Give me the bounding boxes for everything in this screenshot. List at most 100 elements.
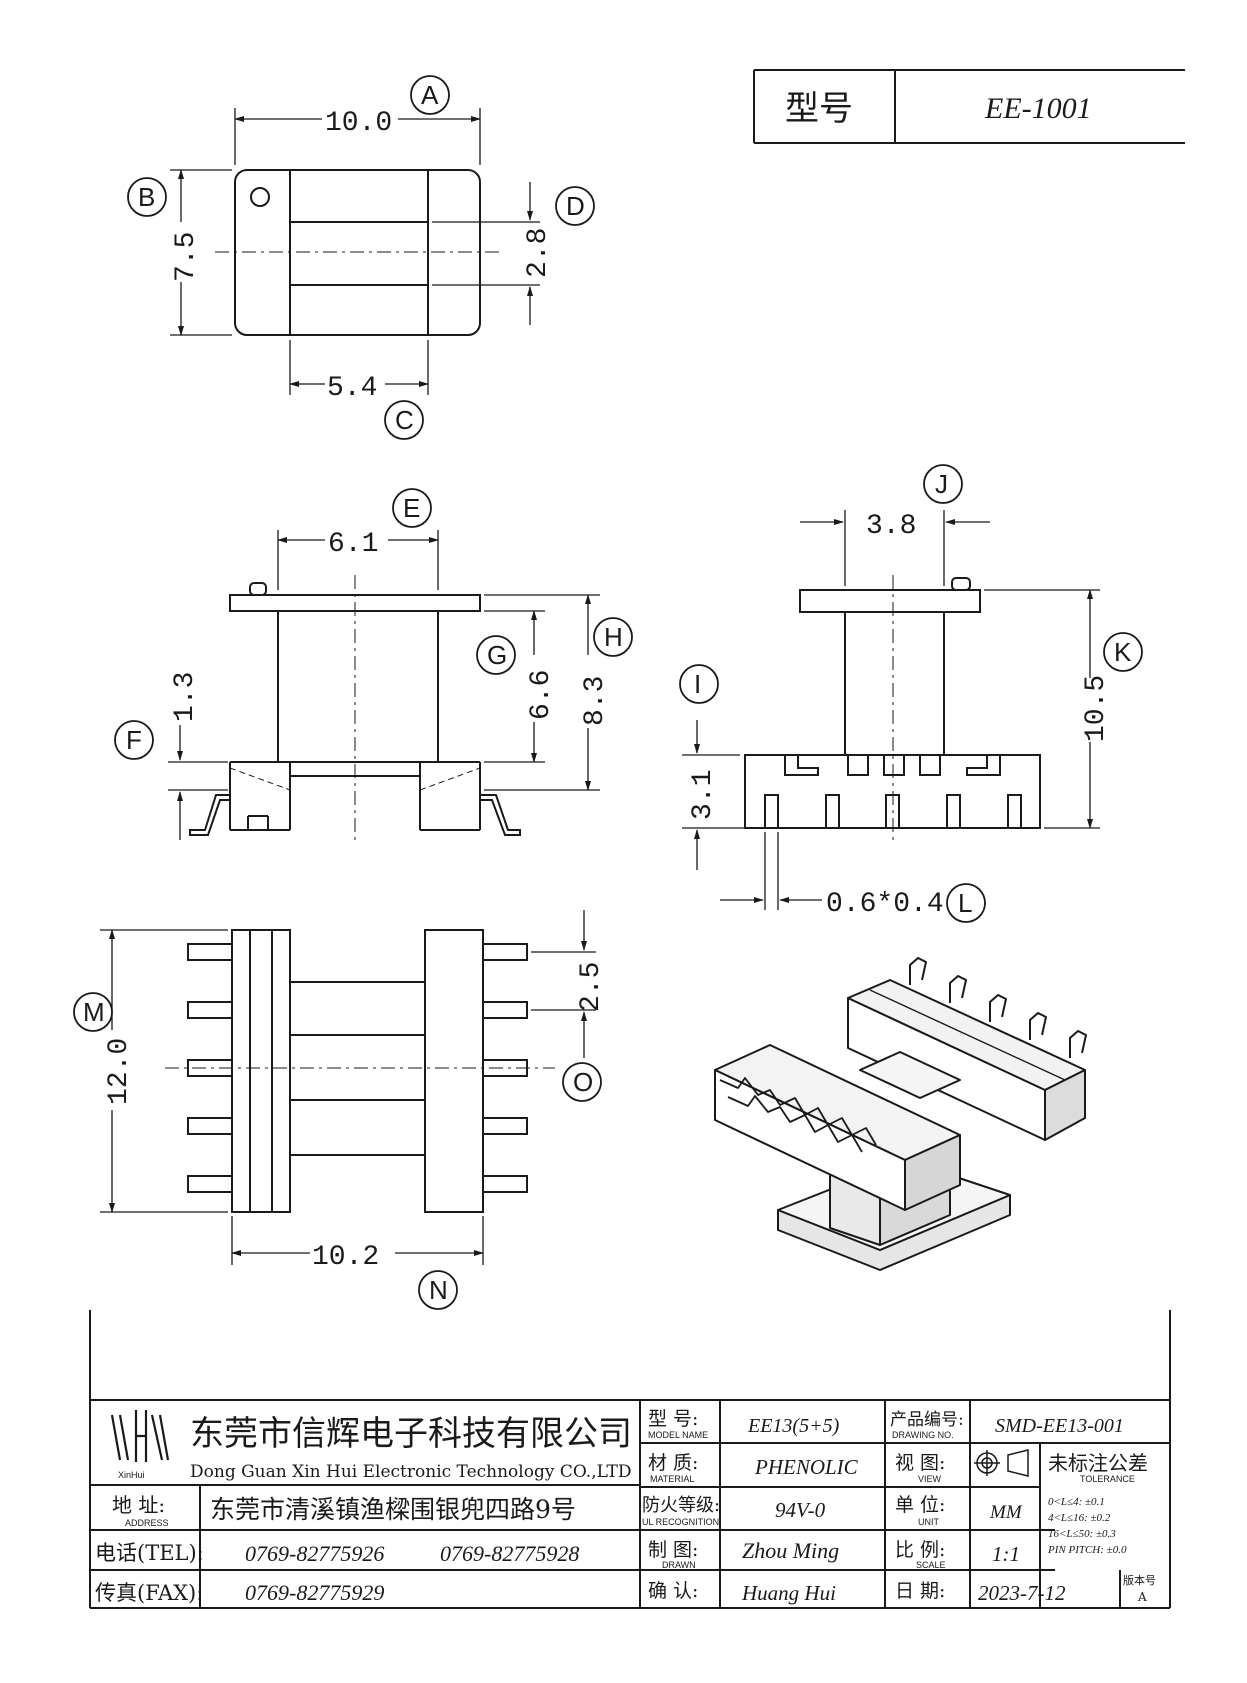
- label-b-text: B: [138, 182, 155, 212]
- label-g-balloon: G: [476, 635, 516, 675]
- label-k-text: K: [1114, 637, 1132, 667]
- dim-d-value: 2.8: [523, 228, 554, 278]
- label-n-text: N: [429, 1275, 448, 1305]
- tolerance-title-en: TOLERANCE: [1080, 1474, 1135, 1484]
- view-label: 视 图:: [895, 1452, 945, 1474]
- label-h-balloon: H: [593, 617, 633, 657]
- dim-l-value: 0.6*0.4: [826, 889, 944, 920]
- dim-e-value: 6.1: [328, 529, 378, 560]
- fire-rating-label: 防火等级:: [642, 1495, 720, 1516]
- label-e-text: E: [403, 493, 420, 523]
- label-o-balloon: O: [562, 1062, 602, 1102]
- front-view: [189, 575, 521, 845]
- projection-symbol-icon: [974, 1449, 1029, 1477]
- tolerance-row-2: 4<L≤16: ±0.2: [1048, 1512, 1111, 1524]
- label-f-text: F: [126, 725, 142, 755]
- dim-i-value: 3.1: [688, 770, 719, 820]
- date-label: 日 期:: [895, 1580, 945, 1602]
- unit-label-en: UNIT: [918, 1517, 939, 1527]
- material-value: PHENOLIC: [754, 1455, 859, 1479]
- date-value: 2023-7-12: [978, 1581, 1066, 1605]
- scale-label-en: SCALE: [916, 1560, 946, 1570]
- scale-value: 1:1: [992, 1542, 1020, 1566]
- dim-n-value: 10.2: [312, 1242, 379, 1273]
- view-label-en: VIEW: [918, 1474, 942, 1484]
- label-l-text: L: [958, 888, 972, 918]
- revision-label: 版本号: [1123, 1573, 1156, 1587]
- fax-value: 0769-82775929: [245, 1580, 384, 1605]
- dim-m-value: 12.0: [104, 1038, 135, 1105]
- label-j-text: J: [935, 469, 948, 499]
- label-d-text: D: [566, 191, 585, 221]
- scale-label: 比 例:: [895, 1539, 945, 1561]
- tel-value-2: 0769-82775928: [440, 1541, 579, 1566]
- company-name-en: Dong Guan Xin Hui Electronic Technology …: [190, 1462, 631, 1482]
- label-k-balloon: K: [1103, 632, 1143, 672]
- label-f-balloon: F: [114, 720, 154, 760]
- label-l-balloon: L: [946, 883, 986, 923]
- label-a-balloon: A: [410, 75, 450, 115]
- material-label-en: MATERIAL: [650, 1474, 694, 1484]
- dim-b-value: 7.5: [171, 232, 202, 282]
- side-view: [744, 575, 1041, 845]
- label-m-text: M: [83, 997, 105, 1027]
- label-c-text: C: [395, 405, 414, 435]
- dim-f-value: 1.3: [170, 672, 201, 722]
- drawn-label: 制 图:: [648, 1539, 698, 1561]
- check-label: 确 认:: [648, 1580, 698, 1602]
- address-label-en: ADDRESS: [125, 1518, 169, 1528]
- label-m-balloon: M: [73, 992, 113, 1032]
- drawn-value: Zhou Ming: [742, 1538, 839, 1563]
- drawing-no-value: SMD-EE13-001: [995, 1415, 1124, 1437]
- unit-label: 单 位:: [895, 1494, 945, 1516]
- label-i-text: I: [694, 669, 701, 699]
- tolerance-row-3: 16<L≤50: ±0.3: [1048, 1528, 1116, 1540]
- drawn-label-en: DRAWN: [662, 1560, 696, 1570]
- label-b-balloon: B: [127, 177, 167, 217]
- material-label: 材 质:: [648, 1452, 698, 1474]
- label-n-balloon: N: [418, 1270, 458, 1310]
- tolerance-title: 未标注公差: [1048, 1451, 1148, 1475]
- dim-j-value: 3.8: [866, 511, 916, 542]
- drawing-no-label-en: DRAWING NO.: [892, 1430, 954, 1440]
- drawing-no-label: 产品编号:: [890, 1410, 964, 1430]
- header-model-box: [753, 69, 1185, 144]
- unit-value: MM: [989, 1502, 1023, 1523]
- address-value: 东莞市清溪镇渔樑围银兜四路9号: [210, 1495, 576, 1524]
- company-logo: [110, 1410, 170, 1462]
- label-i-balloon: I: [679, 664, 719, 704]
- label-a-text: A: [421, 80, 439, 110]
- tel-value-1: 0769-82775926: [245, 1541, 384, 1566]
- fire-rating-label-en: UL RECOGNITION: [642, 1517, 719, 1527]
- check-value: Huang Hui: [741, 1581, 836, 1605]
- label-o-text: O: [573, 1067, 593, 1097]
- company-name-cn: 东莞市信辉电子科技有限公司: [190, 1414, 632, 1454]
- dim-o-value: 2.5: [576, 962, 607, 1012]
- fire-rating-value: 94V-0: [775, 1498, 826, 1522]
- fax-label: 传真(FAX):: [95, 1581, 203, 1605]
- tel-label: 电话(TEL):: [95, 1541, 204, 1565]
- model-label-en: MODEL NAME: [648, 1430, 708, 1440]
- isometric-view: [714, 957, 1087, 1271]
- model-value: EE13(5+5): [747, 1415, 840, 1437]
- header-model-label: 型号: [785, 89, 853, 129]
- label-d-balloon: D: [555, 186, 595, 226]
- tolerance-row-4: PIN PITCH: ±0.0: [1047, 1544, 1127, 1556]
- label-e-balloon: E: [392, 488, 432, 528]
- dim-k-value: 10.5: [1081, 675, 1112, 742]
- title-block-frame: [89, 1310, 1171, 1609]
- top-view: [215, 169, 500, 336]
- label-c-balloon: C: [384, 400, 424, 440]
- logo-text: XinHui: [118, 1470, 145, 1480]
- header-model-value: EE-1001: [984, 92, 1092, 125]
- label-g-text: G: [487, 640, 507, 670]
- dim-c-value: 5.4: [327, 373, 377, 404]
- dim-a-value: 10.0: [325, 108, 392, 139]
- tolerance-row-1: 0<L≤4: ±0.1: [1048, 1496, 1105, 1508]
- label-j-balloon: J: [923, 464, 963, 504]
- model-label: 型 号:: [648, 1408, 698, 1430]
- dim-g-value: 6.6: [526, 670, 557, 720]
- bottom-view: [165, 929, 555, 1213]
- dim-h-value: 8.3: [580, 676, 611, 726]
